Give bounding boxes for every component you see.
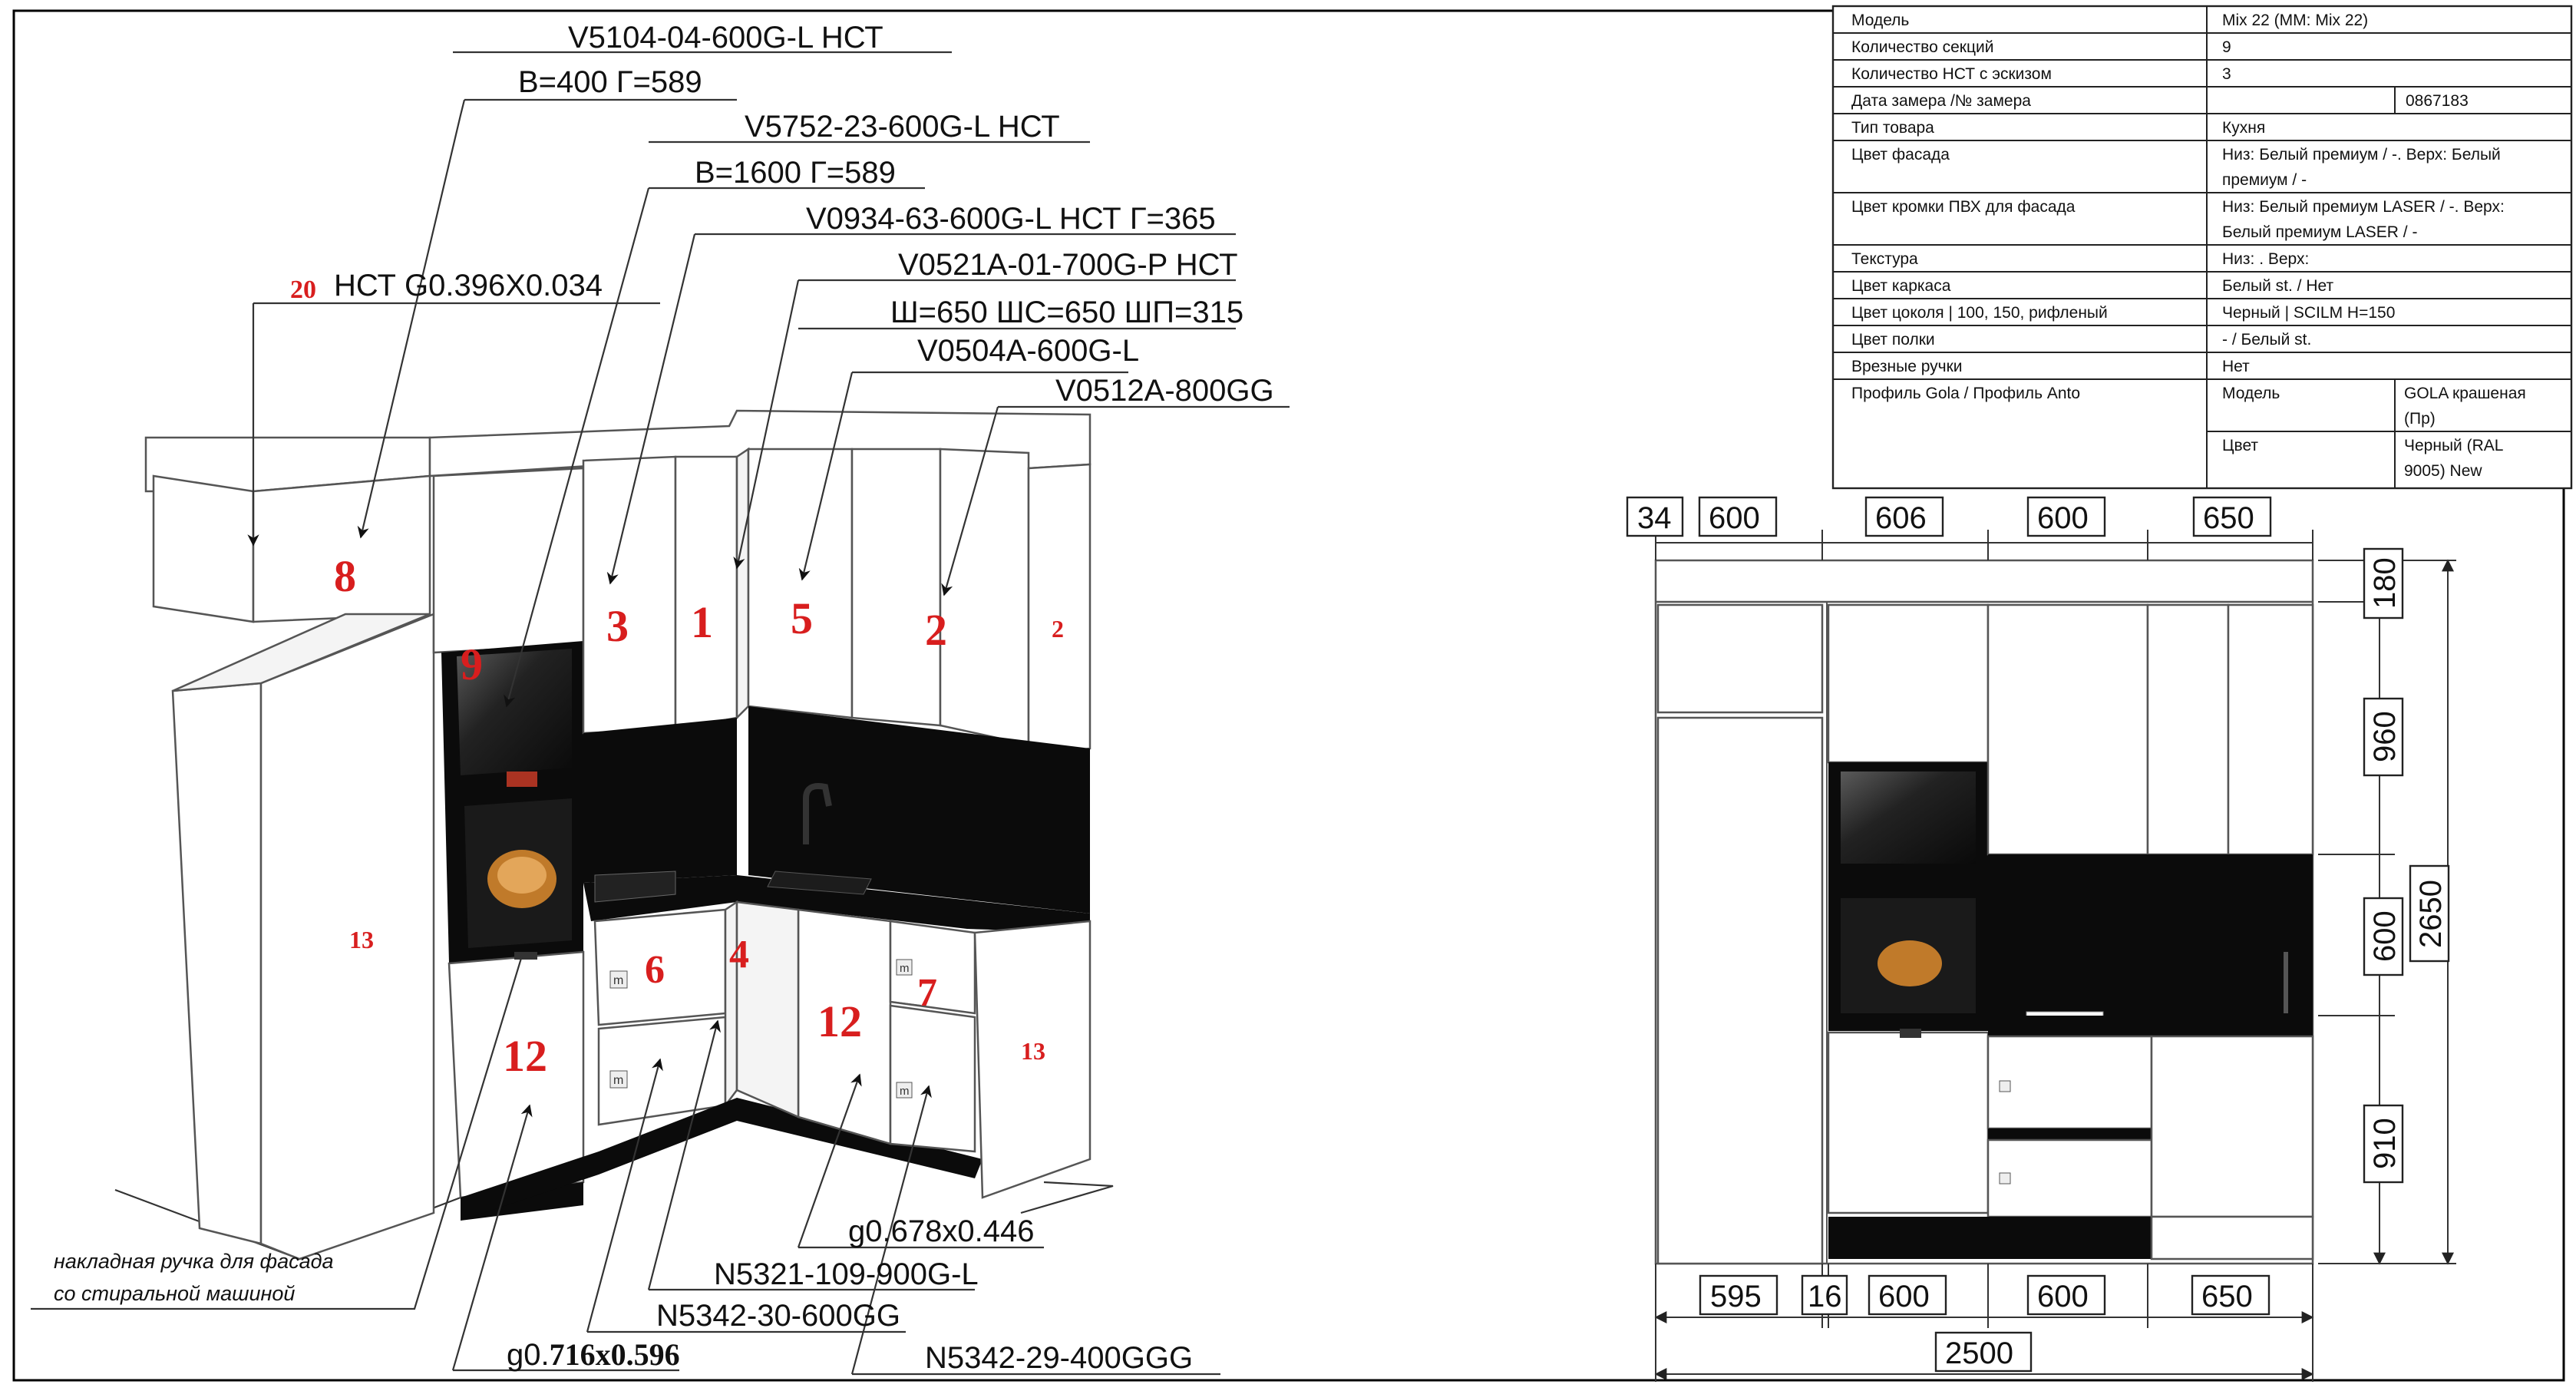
leader-label-cabinet-n5342-30: N5342-30-600GG (656, 1299, 900, 1333)
spec-label: Цвет полки (1851, 331, 1935, 349)
spec-value: Mix 22 (MM: Mix 22) (2222, 12, 2368, 29)
section-numbers: 8 9 3 1 5 2 2 13 6 4 12 12 7 13 (334, 551, 1064, 1081)
leader-lines (31, 51, 1290, 1376)
dim-right-180: 180 (2368, 557, 2402, 609)
spec-value: 3 (2222, 65, 2231, 83)
spec-value-cont: Белый премиум LASER / - (2222, 223, 2417, 241)
spec-table: Модель Mix 22 (MM: Mix 22) Количество секц… (1831, 5, 2573, 490)
spec-value: Кухня (2222, 119, 2265, 137)
isometric-view: m m m m (114, 409, 1114, 1260)
spec-label: Количество НСТ с эскизом (1851, 65, 2052, 83)
section-number-6: 6 (645, 948, 665, 992)
note-overlay-handle-line1: накладная ручка для фасада (54, 1250, 334, 1273)
spec-label: Цвет цоколя | 100, 150, рифленый (1851, 304, 2108, 322)
section-number-8: 8 (334, 551, 356, 601)
leader-label-cabinet-v5104: V5104-04-600G-L НСТ (568, 21, 883, 55)
section-number-13-left: 13 (349, 926, 374, 953)
sheet-border (12, 9, 2565, 1382)
dim-bottom-600-b: 600 (2037, 1280, 2089, 1313)
spec-label: Врезные ручки (1851, 358, 1963, 375)
spec-value: 9 (2222, 38, 2231, 56)
leader-label-cabinet-n5321: N5321-109-900G-L (714, 1257, 979, 1291)
dim-right-960: 960 (2368, 711, 2402, 762)
leader-label-number-20: 20 (290, 276, 316, 304)
leader-label-cabinet-v0934: V0934-63-600G-L НСТ Г=365 (806, 202, 1216, 236)
section-number-1: 1 (691, 597, 713, 647)
spec-label-gola: Профиль Gola / Профиль Anto (1851, 385, 2080, 402)
section-number-2: 2 (925, 605, 947, 655)
spec-value-cont: премиум / - (2222, 171, 2307, 189)
spec-label: Модель (1851, 12, 1909, 29)
section-number-7: 7 (917, 971, 937, 1015)
dimension-labels: 34 600 606 600 650 180 960 600 910 2650 (1626, 496, 2450, 1373)
spec-gola-model-label: Модель (2222, 385, 2280, 402)
leader-label-glass-g0716: g0.716x0.596 (507, 1337, 680, 1372)
dim-right-600: 600 (2368, 910, 2402, 962)
spec-label: Цвет каркаса (1851, 277, 1951, 295)
section-number-4: 4 (729, 933, 749, 976)
spec-value: - / Белый st. (2222, 331, 2311, 349)
dim-bottom-595: 595 (1710, 1280, 1762, 1313)
dim-bottom-16: 16 (1808, 1280, 1842, 1313)
section-number-9: 9 (461, 639, 483, 689)
spec-value: Низ: Белый премиум LASER / -. Верх: (2222, 198, 2505, 216)
spec-value-secondary: 0867183 (2406, 92, 2469, 110)
section-number-13-right: 13 (1021, 1037, 1045, 1065)
spec-gola-color-value: Черный (RAL (2404, 437, 2503, 454)
section-number-3: 3 (606, 601, 629, 651)
section-number-12-left: 12 (503, 1031, 547, 1081)
dim-right-910: 910 (2368, 1118, 2402, 1169)
spec-gola-color-label: Цвет (2222, 437, 2258, 454)
dim-total-height: 2650 (2414, 880, 2448, 948)
dim-top-606: 606 (1875, 501, 1927, 535)
note-overlay-handle-line2: со стиральной машиной (54, 1282, 295, 1305)
appliance-badge: m (613, 974, 623, 987)
spec-value: Низ: . Верх: (2222, 250, 2309, 268)
dim-total-width: 2500 (1945, 1336, 2013, 1370)
spec-gola-color-value-cont: 9005) New (2404, 462, 2482, 480)
leader-label-cabinet-v0504a: V0504A-600G-L (917, 334, 1139, 368)
dim-top-600-mid: 600 (2037, 501, 2089, 535)
leader-label-cabinet-v5752: V5752-23-600G-L НСТ (745, 110, 1060, 144)
appliance-badge: m (613, 1074, 623, 1087)
dim-bottom-650: 650 (2201, 1280, 2253, 1313)
appliance-badge: m (900, 962, 910, 975)
leader-label-profile-nst: НСТ G0.396X0.034 (334, 269, 603, 302)
leader-label-cabinet-n5342-29: N5342-29-400GGG (925, 1341, 1193, 1375)
leader-labels: V5104-04-600G-L НСТ В=400 Г=589 V5752-23… (54, 21, 1274, 1375)
leader-label-size-v5104: В=400 Г=589 (518, 65, 702, 99)
spec-label: Цвет кромки ПВХ для фасада (1851, 198, 2076, 216)
spec-gola-model-value: GOLA крашеная (2404, 385, 2526, 402)
leader-label-size-v0521a: Ш=650 ШС=650 ШП=315 (890, 296, 1243, 329)
spec-label: Цвет фасада (1851, 146, 1950, 164)
section-number-2-side: 2 (1052, 615, 1064, 643)
dim-top-34: 34 (1637, 501, 1672, 535)
spec-value: Низ: Белый премиум / -. Верх: Белый (2222, 146, 2501, 164)
spec-label: Тип товара (1851, 119, 1934, 137)
dim-bottom-600-a: 600 (1878, 1280, 1930, 1313)
section-number-12-right: 12 (817, 996, 862, 1046)
spec-label: Дата замера /№ замера (1851, 92, 2031, 110)
appliance-badge: m (900, 1085, 910, 1098)
leader-label-cabinet-v0512a: V0512A-800GG (1055, 374, 1274, 408)
section-number-5: 5 (791, 593, 813, 643)
spec-value: Черный | SCILM H=150 (2222, 304, 2395, 322)
dim-top-650: 650 (2203, 501, 2254, 535)
spec-value: Белый st. / Нет (2222, 277, 2333, 295)
spec-gola-model-value-cont: (Пр) (2404, 410, 2436, 428)
leader-label-glass-g0678: g0.678x0.446 (848, 1214, 1034, 1248)
dim-top-600-left: 600 (1709, 501, 1760, 535)
leader-label-cabinet-v0521a: V0521A-01-700G-P НСТ (898, 248, 1238, 282)
spec-label: Количество секций (1851, 38, 1993, 56)
front-elevation (1654, 530, 2456, 1382)
spec-value: Нет (2222, 358, 2250, 375)
leader-label-size-v5752: В=1600 Г=589 (695, 156, 896, 190)
spec-label: Текстура (1851, 250, 1918, 268)
